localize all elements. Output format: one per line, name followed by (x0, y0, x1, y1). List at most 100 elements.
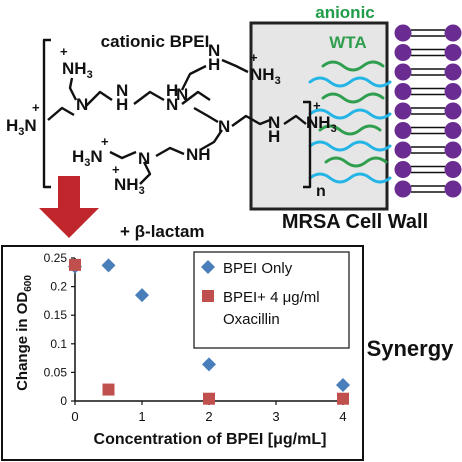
lipid-tail (411, 185, 445, 193)
amine-n: N (176, 85, 188, 104)
y-tick-label: 0.05 (44, 365, 68, 379)
x-axis-label: Concentration of BPEI [μg/mL] (94, 431, 327, 448)
lipid-tail (411, 165, 445, 174)
x-tick-label: 3 (272, 409, 279, 424)
series-layer (68, 258, 350, 405)
wta-label: WTA (329, 33, 366, 52)
bracket-left (42, 38, 51, 189)
wta-strand (318, 124, 382, 136)
amine-nh3-wall: NH3 (306, 113, 337, 135)
wta-strands (308, 60, 392, 184)
synergy-label: Synergy (367, 336, 455, 361)
y-axis-label-sub: 600 (23, 275, 34, 292)
cationic-bpei-label: cationic BPEI (101, 32, 210, 51)
amine-n: N (116, 81, 128, 100)
data-point-bpei-only (202, 357, 216, 372)
cell-wall-label: MRSA Cell Wall (282, 211, 428, 233)
bpei-branch-right (231, 114, 271, 127)
wta-strand (321, 92, 385, 104)
amine-n: N (218, 117, 230, 136)
legend-marker-bpei-only (201, 260, 215, 274)
lipid-bilayer (394, 24, 462, 198)
amine-n: N (268, 113, 280, 132)
bpei-branch-lower (199, 129, 223, 152)
legend-label-bpei-oxacillin: BPEI+ 4 μg/ml (223, 289, 320, 306)
lipid-head (394, 44, 412, 61)
bpei-branch-upper (180, 64, 207, 91)
data-point-bpei-oxacillin (102, 383, 115, 396)
cell-wall-box (249, 21, 389, 211)
beta-lactam-label: + β-lactam (120, 222, 205, 241)
data-point-bpei-oxacillin (337, 392, 349, 405)
bpei-branch-lower (109, 150, 137, 160)
red-down-arrow (39, 176, 99, 238)
wta-strand (308, 172, 392, 184)
bpei-main-chain (193, 106, 219, 124)
wta-strand (324, 156, 388, 168)
lipid-head (394, 102, 412, 120)
charge-plus: + (60, 44, 68, 59)
amine-nh: H (116, 95, 128, 114)
charge-plus: + (101, 134, 109, 149)
y-ticks: 00.050.10.150.20.25 (44, 251, 75, 408)
charge-plus: + (313, 98, 321, 113)
amine-nh-lower: NH (186, 145, 211, 164)
lipid-head (444, 102, 462, 120)
legend-box (193, 251, 350, 349)
lipid-head (444, 24, 462, 42)
data-point-bpei-oxacillin (69, 258, 81, 271)
lipid-head (444, 141, 462, 159)
lipid-head (444, 180, 462, 198)
data-point-bpei-only (336, 377, 350, 392)
repeat-n: n (316, 183, 326, 200)
y-tick-label: 0.25 (44, 251, 68, 265)
lipid-head (444, 63, 462, 81)
charge-plus: + (32, 100, 40, 115)
lipid-tail (411, 68, 445, 76)
amine-nh3-right: NH3 (250, 65, 281, 87)
lipid-head (444, 44, 462, 61)
bpei-atoms: H3N + NH3 + N H N N H N H N NH3 + N N H … (6, 41, 337, 200)
x-tick-label: 0 (71, 409, 78, 424)
amine-n: N (208, 41, 220, 60)
lipid-head (444, 83, 462, 100)
bpei-branch-lower (155, 146, 185, 158)
legend-label-bpei-only: BPEI Only (223, 260, 293, 277)
lipid-head (394, 161, 412, 178)
bpei-main-chain (181, 90, 211, 105)
amine-h: H (166, 81, 178, 100)
data-point-bpei-oxacillin (203, 392, 215, 405)
charge-plus: + (250, 50, 258, 65)
bpei-branch-lower (139, 161, 152, 185)
legend-marker-bpei-oxacillin (202, 290, 214, 302)
wta-strand (308, 140, 392, 152)
lipid-tail (411, 48, 445, 57)
legend-label-bpei-oxacillin-line2: Oxacillin (223, 311, 280, 328)
x-tick-label: 1 (138, 409, 145, 424)
bracket-right (303, 100, 312, 189)
lipid-tail (411, 126, 445, 135)
bpei-main-chain (133, 90, 165, 105)
lipid-head (394, 141, 412, 159)
amine-nh3-lower: NH3 (114, 175, 145, 197)
amine-h: H (268, 127, 280, 146)
charge-plus: + (112, 162, 120, 177)
lipid-head (394, 63, 412, 81)
amine-h3n-left: H3N (6, 116, 37, 138)
lipid-head (394, 83, 412, 100)
lipid-head (394, 180, 412, 198)
lipid-tail (411, 107, 445, 115)
y-tick-label: 0.15 (44, 308, 68, 322)
bpei-branch-right (283, 114, 307, 125)
y-tick-label: 0.2 (50, 280, 67, 294)
data-point-bpei-only (135, 288, 149, 303)
wta-strand (308, 76, 392, 88)
data-point-bpei-only (101, 258, 116, 273)
amine-nh-upper: H (208, 55, 220, 74)
lipid-head (394, 122, 412, 139)
lipid-head (444, 161, 462, 178)
mrsa-cell-wall: MRSA Cell Wall (249, 21, 428, 233)
y-axis-label-main: Change in OD (14, 292, 31, 391)
amine-n: N (76, 95, 88, 114)
